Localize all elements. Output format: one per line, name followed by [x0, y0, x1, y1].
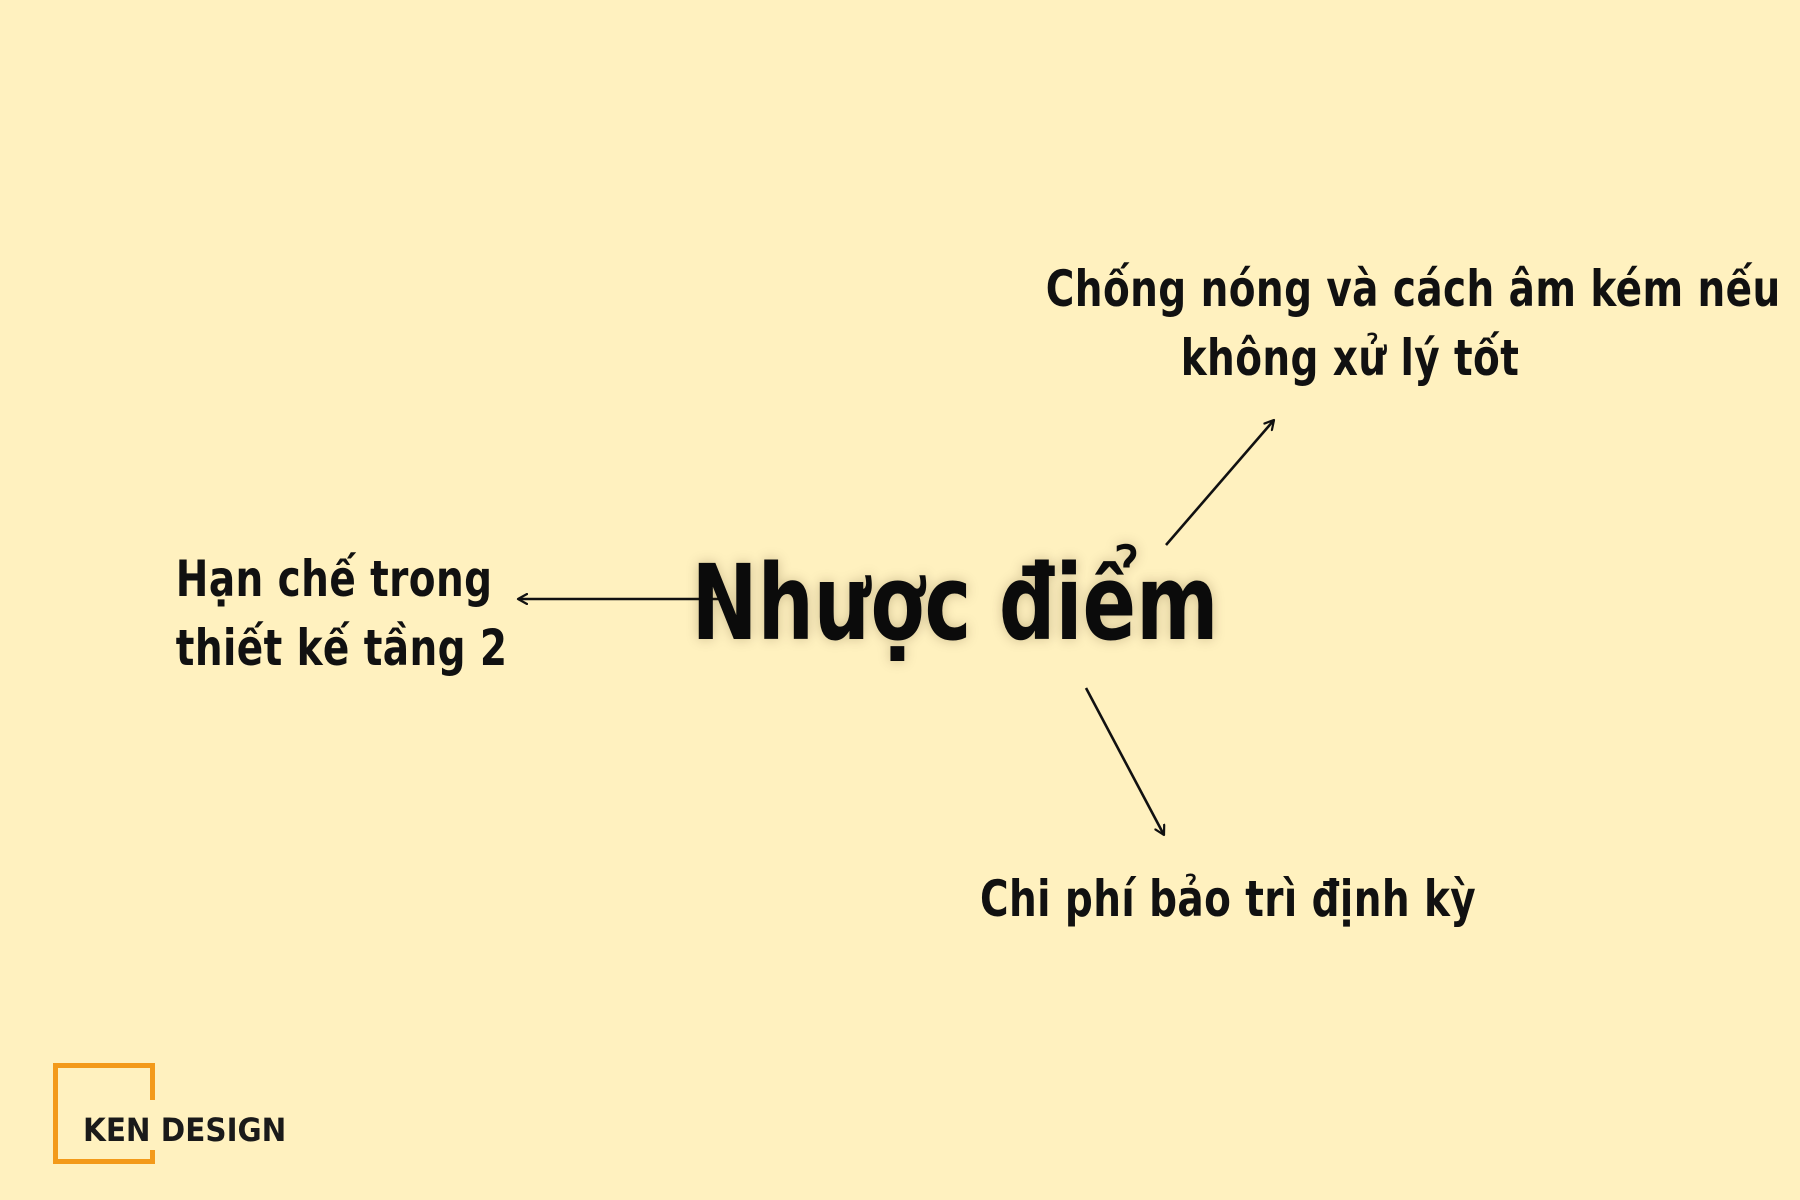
arrow-to-top-branch: [1165, 420, 1274, 546]
logo-text: KEN DESIGN: [83, 1111, 287, 1149]
ken-design-logo: KEN DESIGN: [50, 1060, 310, 1165]
branch-top-text: Chống nóng và cách âm kém nếu không xử l…: [1045, 255, 1781, 393]
logo-frame-gap: [140, 1100, 162, 1150]
branch-left-text: Hạn chế trong thiết kế tầng 2: [175, 545, 508, 683]
arrow-to-bottom-branch: [1084, 687, 1164, 835]
branch-bottom-line-1: Chi phí bảo trì định kỳ: [980, 870, 1477, 928]
branch-bottom-text: Chi phí bảo trì định kỳ: [980, 865, 1477, 934]
branch-top-line-2: không xử lý tốt: [1180, 329, 1520, 387]
branch-top-line-1: Chống nóng và cách âm kém nếu: [1045, 260, 1781, 318]
branch-left-line-2: thiết kế tầng 2: [175, 619, 508, 677]
branch-left-line-1: Hạn chế trong: [175, 550, 493, 608]
center-title: Nhược điểm: [691, 542, 1219, 664]
